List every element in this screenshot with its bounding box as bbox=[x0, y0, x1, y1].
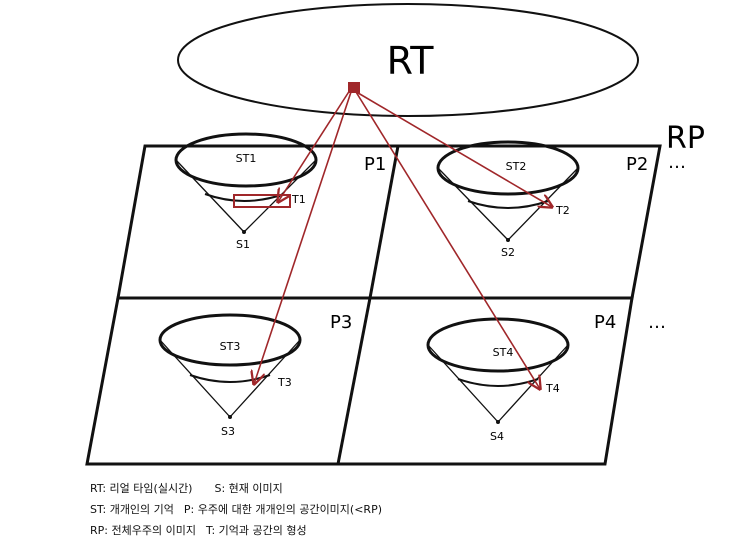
cone-4-apex bbox=[496, 420, 500, 424]
cone-3 bbox=[158, 313, 302, 419]
legend-s: S: 현재 이미지 bbox=[214, 482, 283, 495]
cone-1-mark-label: T1 bbox=[291, 193, 306, 206]
cone-1-top-label: ST1 bbox=[236, 152, 257, 165]
cone-4-mark-label: T4 bbox=[545, 382, 560, 395]
bottom-row-frame bbox=[85, 296, 634, 466]
legend-row-3: RP: 전체우주의 이미지 T: 기억과 공간의 형성 bbox=[90, 520, 382, 541]
ellipsis-top: … bbox=[668, 152, 686, 173]
cone-2-mark-label: T2 bbox=[555, 204, 570, 217]
legend-rp: RP: 전체우주의 이미지 bbox=[90, 524, 196, 537]
rp-label: RP bbox=[666, 121, 705, 156]
cone-2-top-label: ST2 bbox=[506, 160, 527, 173]
legend-st: ST: 개개인의 기억 bbox=[90, 503, 174, 516]
arrow-to-t1 bbox=[278, 89, 351, 202]
cone-1-apex-label: S1 bbox=[236, 238, 250, 251]
cone-4-top bbox=[426, 317, 570, 373]
cone-1-apex bbox=[242, 230, 246, 234]
cone-4-apex-label: S4 bbox=[490, 430, 504, 443]
rt-label: RT bbox=[387, 39, 435, 83]
legend-rt: RT: 리얼 타임(실시간) bbox=[90, 482, 193, 495]
panel-label-p2: P2 bbox=[626, 154, 648, 175]
panel-label-p1: P1 bbox=[364, 154, 386, 175]
rt-arrows bbox=[254, 89, 552, 389]
rt-ellipse bbox=[177, 3, 639, 117]
rp-grid bbox=[85, 144, 662, 466]
cone-2-apex bbox=[506, 238, 510, 242]
legend-p: P: 우주에 대한 개개인의 공간이미지(<RP) bbox=[183, 503, 383, 516]
rt-node bbox=[348, 82, 360, 93]
cone-3-mark-label: T3 bbox=[277, 376, 292, 389]
arrow-to-t3 bbox=[254, 91, 352, 384]
memory-space-diagram: RT RP … … P1 P2 P3 P4 ST1 T1 S1 ST2 T2 S… bbox=[85, 3, 705, 466]
legend: RT: 리얼 타임(실시간) S: 현재 이미지 ST: 개개인의 기억 P: 우주… bbox=[90, 478, 382, 541]
cone-2 bbox=[436, 140, 580, 242]
panel-label-p3: P3 bbox=[330, 312, 352, 333]
legend-t: T: 기억과 공간의 형성 bbox=[205, 524, 307, 537]
legend-row-1: RT: 리얼 타임(실시간) S: 현재 이미지 bbox=[90, 478, 382, 499]
arrow-to-t4 bbox=[355, 91, 540, 389]
cone-4 bbox=[426, 317, 570, 424]
panel-label-p4: P4 bbox=[594, 312, 616, 333]
cone-1 bbox=[174, 132, 318, 234]
divider-top bbox=[368, 145, 400, 299]
divider-bottom bbox=[336, 297, 372, 465]
ellipsis-bottom: … bbox=[648, 312, 666, 333]
cone-3-top-label: ST3 bbox=[220, 340, 241, 353]
legend-row-2: ST: 개개인의 기억 P: 우주에 대한 개개인의 공간이미지(<RP) bbox=[90, 499, 382, 520]
cone-3-apex-label: S3 bbox=[221, 425, 235, 438]
cone-3-apex bbox=[228, 415, 232, 419]
arrow-to-t2 bbox=[352, 89, 552, 207]
cone-4-top-label: ST4 bbox=[493, 346, 514, 359]
cone-2-apex-label: S2 bbox=[501, 246, 515, 259]
